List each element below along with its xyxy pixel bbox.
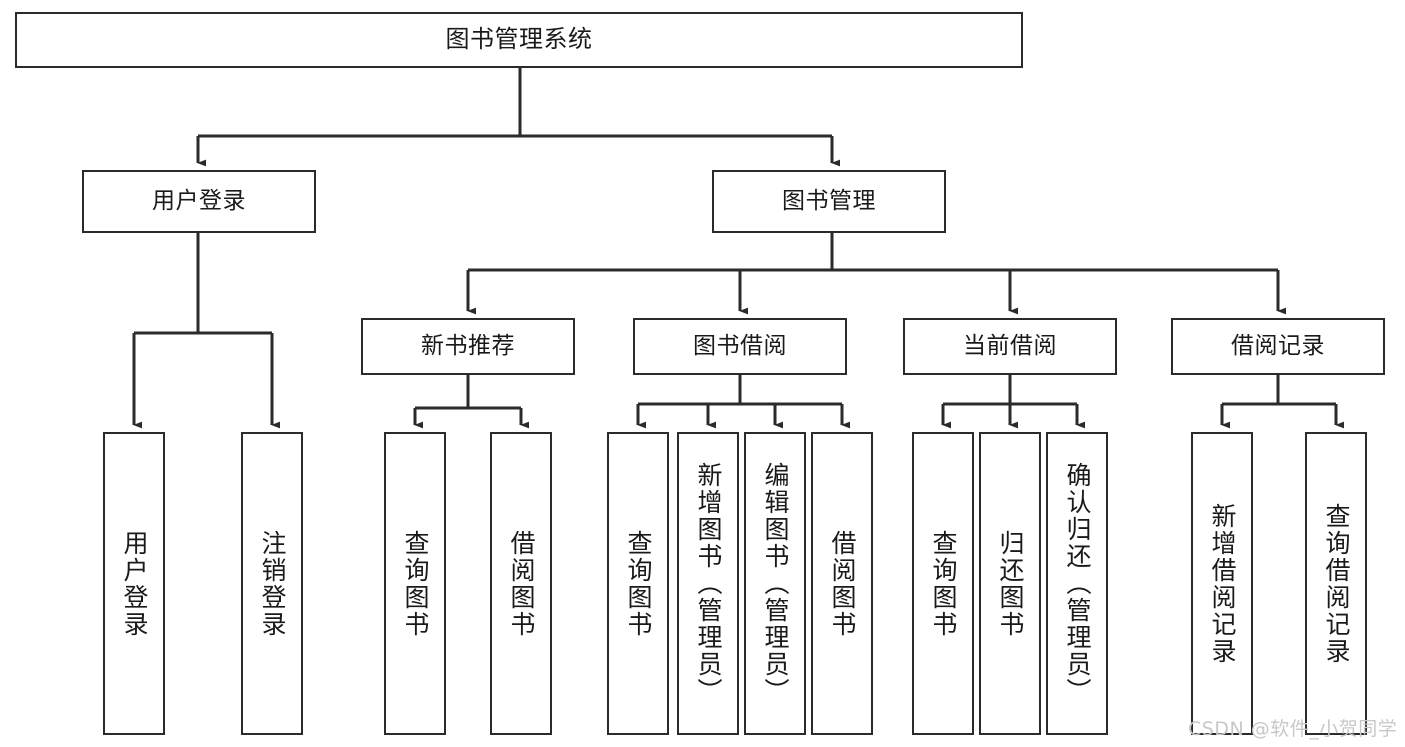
node-label: 借阅图书 (507, 529, 536, 638)
leaf-user-login-logout[interactable]: 注销登录 (241, 432, 303, 735)
leaf-book-borrow-edit-admin[interactable]: 编辑图书（管理员） (744, 432, 806, 735)
node-book-borrow[interactable]: 图书借阅 (633, 318, 847, 375)
leaf-current-borrow-confirm-admin[interactable]: 确认归还（管理员） (1046, 432, 1108, 735)
node-label: 编辑图书（管理员） (761, 462, 790, 705)
node-label: 新增借阅记录 (1208, 502, 1237, 665)
leaf-new-book-borrow[interactable]: 借阅图书 (490, 432, 552, 735)
node-current-borrow[interactable]: 当前借阅 (903, 318, 1117, 375)
node-label: 查询图书 (929, 529, 958, 638)
node-book-management[interactable]: 图书管理 (712, 170, 946, 233)
leaf-current-borrow-query[interactable]: 查询图书 (912, 432, 974, 735)
node-label: 归还图书 (996, 529, 1025, 638)
leaf-user-login-login[interactable]: 用户登录 (103, 432, 165, 735)
leaf-borrow-records-query[interactable]: 查询借阅记录 (1305, 432, 1367, 735)
node-label: 新增图书（管理员） (694, 462, 723, 705)
csdn-watermark: CSDN @软件_小贺同学 (1188, 718, 1398, 740)
node-label: 查询图书 (624, 529, 653, 638)
node-borrow-records[interactable]: 借阅记录 (1171, 318, 1385, 375)
node-new-book-recommend[interactable]: 新书推荐 (361, 318, 575, 375)
node-label: 图书借阅 (693, 333, 787, 360)
leaf-book-borrow-add-admin[interactable]: 新增图书（管理员） (677, 432, 739, 735)
node-label: 当前借阅 (963, 333, 1057, 360)
node-label: 图书管理系统 (445, 25, 593, 54)
node-label: 图书管理 (782, 188, 876, 215)
node-label: 用户登录 (152, 188, 246, 215)
node-label: 借阅图书 (828, 529, 857, 638)
node-label: 查询图书 (401, 529, 430, 638)
node-label: 借阅记录 (1231, 333, 1325, 360)
node-label: 查询借阅记录 (1322, 502, 1351, 665)
leaf-book-borrow-query[interactable]: 查询图书 (607, 432, 669, 735)
leaf-book-borrow-borrow[interactable]: 借阅图书 (811, 432, 873, 735)
node-user-login[interactable]: 用户登录 (82, 170, 316, 233)
leaf-current-borrow-return[interactable]: 归还图书 (979, 432, 1041, 735)
node-label: 注销登录 (258, 529, 287, 638)
node-label: 用户登录 (120, 529, 149, 638)
node-label: 新书推荐 (421, 333, 515, 360)
leaf-new-book-query[interactable]: 查询图书 (384, 432, 446, 735)
node-label: 确认归还（管理员） (1063, 462, 1092, 705)
node-system-root[interactable]: 图书管理系统 (15, 12, 1023, 68)
leaf-borrow-records-add[interactable]: 新增借阅记录 (1191, 432, 1253, 735)
